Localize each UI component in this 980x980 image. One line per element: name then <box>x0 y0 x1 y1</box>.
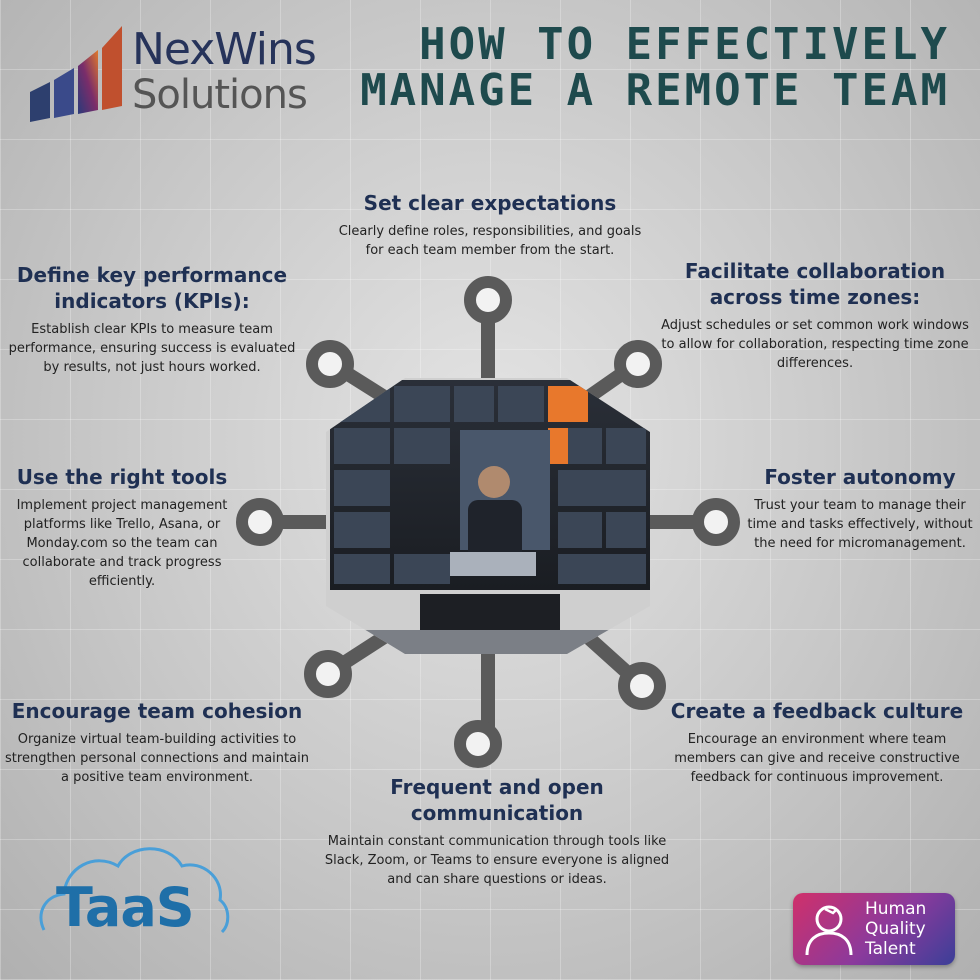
item-foster-autonomy: Foster autonomy Trust your team to manag… <box>744 464 976 553</box>
taas-label: TaaS <box>56 876 195 939</box>
brand-name: NexWins <box>132 24 317 75</box>
item-heading: Foster autonomy <box>764 465 956 489</box>
nexwins-logo: NexWins Solutions <box>28 18 358 128</box>
person-icon <box>805 905 853 956</box>
bar-chart-logo-icon <box>30 26 122 122</box>
node-right <box>692 498 740 546</box>
item-body: Organize virtual team-building activitie… <box>5 732 309 785</box>
node-top-right <box>614 340 662 388</box>
item-body: Adjust schedules or set common work wind… <box>661 318 969 371</box>
item-use-right-tools: Use the right tools Implement project ma… <box>4 464 240 591</box>
taas-logo: TaaS <box>34 838 234 948</box>
node-bottom-left <box>304 650 352 698</box>
hqt-logo: Human Quality Talent <box>793 893 955 965</box>
node-top-left <box>306 340 354 388</box>
item-heading: Set clear expectations <box>363 191 617 215</box>
hqt-line-1: Human <box>865 899 927 919</box>
node-top <box>464 276 512 324</box>
node-bottom <box>454 720 502 768</box>
video-conference-hexagon-icon <box>326 378 650 654</box>
brand-subname: Solutions <box>132 72 308 118</box>
item-heading: Frequent and open communication <box>390 775 604 825</box>
item-body: Trust your team to manage their time and… <box>747 498 973 551</box>
item-heading: Encourage team cohesion <box>11 699 303 723</box>
item-body: Establish clear KPIs to measure team per… <box>8 322 296 375</box>
item-heading: Facilitate collaboration across time zon… <box>684 259 946 309</box>
item-encourage-team-cohesion: Encourage team cohesion Organize virtual… <box>4 698 310 787</box>
cloud-icon <box>39 847 230 934</box>
item-heading: Use the right tools <box>16 465 228 489</box>
item-heading: Create a feedback culture <box>670 699 964 723</box>
item-define-kpis: Define key performance indicators (KPIs)… <box>4 262 300 377</box>
item-create-feedback-culture: Create a feedback culture Encourage an e… <box>664 698 970 787</box>
item-frequent-communication: Frequent and open communication Maintain… <box>322 774 672 889</box>
hqt-text: Human Quality Talent <box>865 899 926 959</box>
item-set-clear-expectations: Set clear expectations Clearly define ro… <box>330 190 650 260</box>
title-line-2: MANAGE A REMOTE TEAM <box>360 65 950 116</box>
item-body: Encourage an environment where team memb… <box>674 732 960 785</box>
node-bottom-right <box>618 662 666 710</box>
hqt-line-2: Quality <box>865 919 926 939</box>
item-body: Implement project management platforms l… <box>16 498 228 589</box>
page-title: HOW TO EFFECTIVELY MANAGE A REMOTE TEAM <box>360 22 950 114</box>
item-body: Clearly define roles, responsibilities, … <box>338 224 642 258</box>
item-heading: Define key performance indicators (KPIs)… <box>16 263 288 313</box>
title-line-1: HOW TO EFFECTIVELY <box>419 19 950 70</box>
item-facilitate-collaboration: Facilitate collaboration across time zon… <box>660 258 970 373</box>
node-left <box>236 498 284 546</box>
hqt-line-3: Talent <box>865 939 916 959</box>
item-body: Maintain constant communication through … <box>324 834 670 887</box>
